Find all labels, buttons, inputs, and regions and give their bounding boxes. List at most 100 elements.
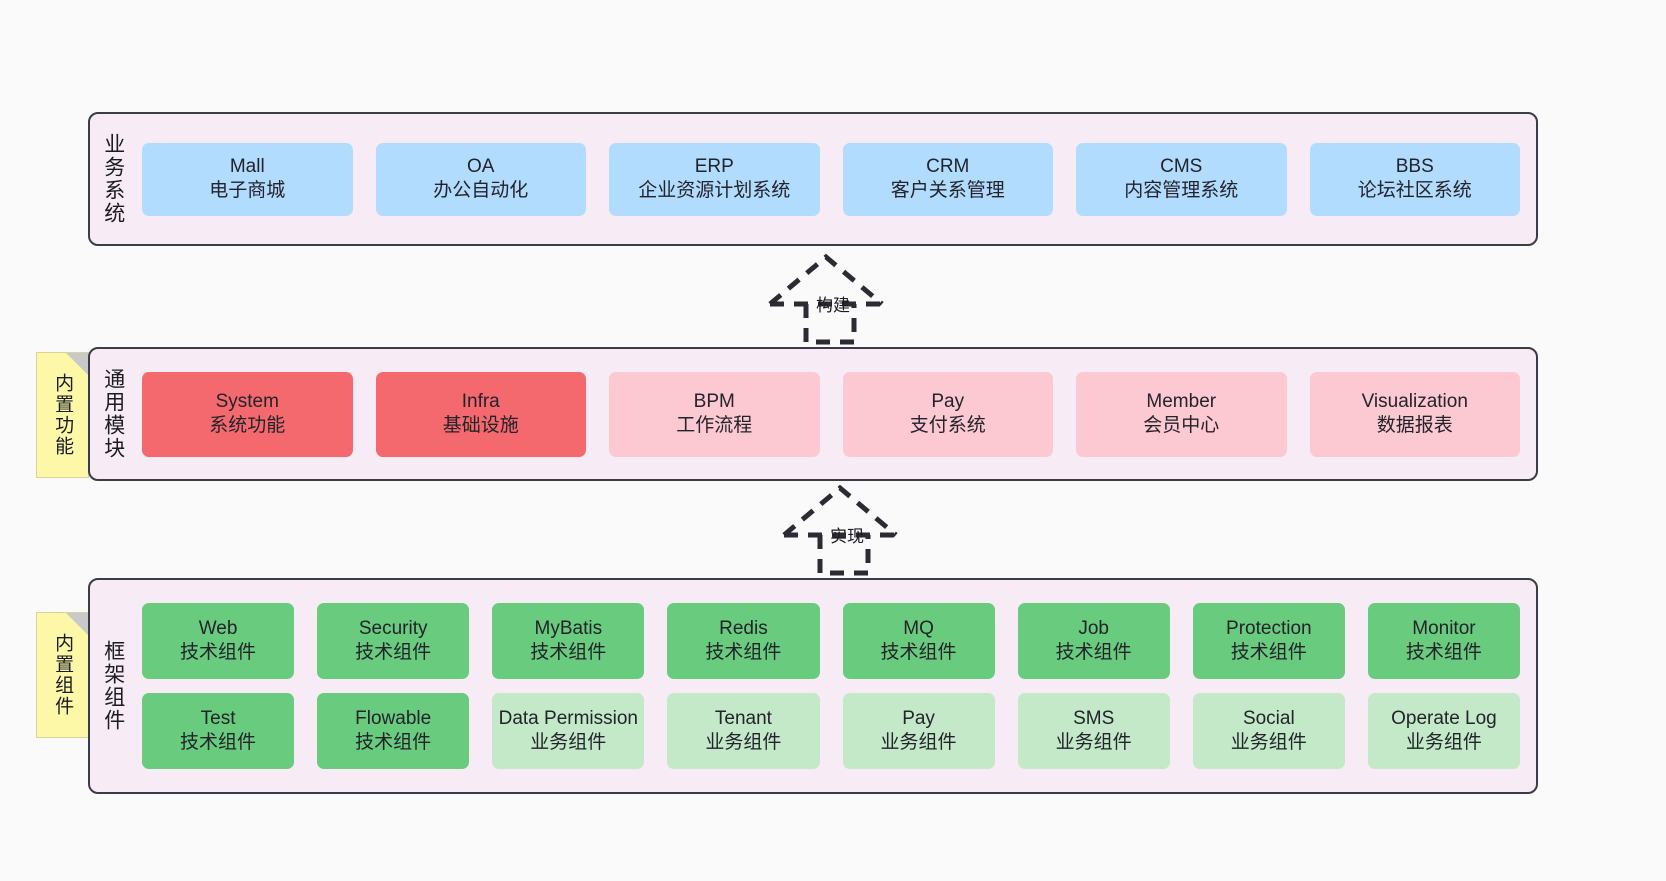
card-data-permission[interactable]: Data Permission 业务组件 <box>492 693 645 769</box>
card-bpm[interactable]: BPM 工作流程 <box>609 371 820 457</box>
card-pay-component[interactable]: Pay 业务组件 <box>842 693 995 769</box>
card-desc: 工作流程 <box>676 415 753 436</box>
card-name: BPM <box>693 390 735 412</box>
card-crm[interactable]: CRM 客户关系管理 <box>842 142 1053 216</box>
card-desc: 内容管理系统 <box>1124 180 1239 201</box>
connector-build: 构建 <box>758 249 918 345</box>
card-desc: 技术组件 <box>1405 642 1482 663</box>
card-name: Data Permission <box>498 707 638 729</box>
card-flowable[interactable]: Flowable 技术组件 <box>317 693 470 769</box>
card-row: System 系统功能 Infra 基础设施 BPM 工作流程 Pay 支付系统… <box>142 371 1520 457</box>
card-desc: 论坛社区系统 <box>1357 180 1472 201</box>
card-row: Web 技术组件 Security 技术组件 MyBatis 技术组件 Redi… <box>142 603 1520 679</box>
card-name: CRM <box>926 155 970 177</box>
card-desc: 企业资源计划系统 <box>638 180 791 201</box>
card-row: Test 技术组件 Flowable 技术组件 Data Permission … <box>142 693 1520 769</box>
connector-implement: 实现 <box>772 480 932 576</box>
card-name: Security <box>358 617 428 639</box>
card-monitor[interactable]: Monitor 技术组件 <box>1367 603 1520 679</box>
layer-body-framework: Web 技术组件 Security 技术组件 MyBatis 技术组件 Redi… <box>136 580 1536 792</box>
card-infra[interactable]: Infra 基础设施 <box>375 371 586 457</box>
card-name: Pay <box>931 390 965 412</box>
card-operate-log[interactable]: Operate Log 业务组件 <box>1367 693 1520 769</box>
card-name: MQ <box>903 617 934 639</box>
card-social[interactable]: Social 业务组件 <box>1192 693 1345 769</box>
card-desc: 技术组件 <box>180 642 257 663</box>
card-name: Visualization <box>1361 390 1468 412</box>
card-desc: 业务组件 <box>705 732 782 753</box>
card-cms[interactable]: CMS 内容管理系统 <box>1076 142 1287 216</box>
card-desc: 技术组件 <box>530 642 607 663</box>
card-name: Member <box>1146 390 1217 412</box>
card-pay[interactable]: Pay 支付系统 <box>842 371 1053 457</box>
card-desc: 技术组件 <box>355 732 432 753</box>
card-desc: 业务组件 <box>880 732 957 753</box>
note-builtin-features: 内置功能 <box>36 352 89 478</box>
card-desc: 技术组件 <box>180 732 257 753</box>
card-sms[interactable]: SMS 业务组件 <box>1017 693 1170 769</box>
card-desc: 技术组件 <box>355 642 432 663</box>
card-desc: 支付系统 <box>909 415 986 436</box>
card-desc: 业务组件 <box>1055 732 1132 753</box>
card-member[interactable]: Member 会员中心 <box>1076 371 1287 457</box>
card-desc: 电子商城 <box>209 180 286 201</box>
card-name: Mall <box>229 155 265 177</box>
card-system[interactable]: System 系统功能 <box>142 371 353 457</box>
card-desc: 数据报表 <box>1376 415 1453 436</box>
layer-common-modules: 通用模块 System 系统功能 Infra 基础设施 BPM 工作流程 Pay… <box>88 347 1538 481</box>
card-desc: 技术组件 <box>705 642 782 663</box>
connector-label-implement: 实现 <box>830 527 864 546</box>
connector-label-build: 构建 <box>816 296 850 315</box>
card-name: OA <box>467 155 495 177</box>
card-oa[interactable]: OA 办公自动化 <box>375 142 586 216</box>
card-name: BBS <box>1395 155 1434 177</box>
card-name: Flowable <box>355 707 432 729</box>
card-name: Protection <box>1226 617 1312 639</box>
card-name: Monitor <box>1412 617 1476 639</box>
layer-body-business: Mall 电子商城 OA 办公自动化 ERP 企业资源计划系统 CRM 客户关系… <box>136 114 1536 244</box>
generalization-arrow-icon <box>768 253 884 345</box>
layer-body-common: System 系统功能 Infra 基础设施 BPM 工作流程 Pay 支付系统… <box>136 349 1536 479</box>
card-name: Infra <box>461 390 500 412</box>
card-web[interactable]: Web 技术组件 <box>142 603 295 679</box>
card-mybatis[interactable]: MyBatis 技术组件 <box>492 603 645 679</box>
card-erp[interactable]: ERP 企业资源计划系统 <box>609 142 820 216</box>
layer-title-business: 业务系统 <box>101 133 125 225</box>
card-desc: 基础设施 <box>442 415 519 436</box>
card-name: ERP <box>694 155 734 177</box>
layer-title-framework: 框架组件 <box>101 640 125 732</box>
card-desc: 会员中心 <box>1143 415 1220 436</box>
card-desc: 业务组件 <box>1230 732 1307 753</box>
card-security[interactable]: Security 技术组件 <box>317 603 470 679</box>
card-mq[interactable]: MQ 技术组件 <box>842 603 995 679</box>
card-bbs[interactable]: BBS 论坛社区系统 <box>1309 142 1520 216</box>
card-protection[interactable]: Protection 技术组件 <box>1192 603 1345 679</box>
card-name: Test <box>200 707 236 729</box>
layer-framework-components: 框架组件 Web 技术组件 Security 技术组件 MyBatis 技术组件… <box>88 578 1538 794</box>
card-name: MyBatis <box>534 617 603 639</box>
card-desc: 业务组件 <box>1405 732 1482 753</box>
card-redis[interactable]: Redis 技术组件 <box>667 603 820 679</box>
card-desc: 业务组件 <box>530 732 607 753</box>
card-desc: 系统功能 <box>209 415 286 436</box>
card-job[interactable]: Job 技术组件 <box>1017 603 1170 679</box>
card-desc: 技术组件 <box>1230 642 1307 663</box>
card-visualization[interactable]: Visualization 数据报表 <box>1309 371 1520 457</box>
card-name: System <box>215 390 279 412</box>
layer-business-systems: 业务系统 Mall 电子商城 OA 办公自动化 ERP 企业资源计划系统 CRM… <box>88 112 1538 246</box>
card-name: Job <box>1078 617 1109 639</box>
generalization-arrow-icon <box>782 484 898 576</box>
card-test[interactable]: Test 技术组件 <box>142 693 295 769</box>
card-mall[interactable]: Mall 电子商城 <box>142 142 353 216</box>
layer-title-common: 通用模块 <box>101 368 125 460</box>
note-builtin-components: 内置组件 <box>36 612 89 738</box>
card-tenant[interactable]: Tenant 业务组件 <box>667 693 820 769</box>
card-name: CMS <box>1160 155 1203 177</box>
card-name: Pay <box>902 707 935 729</box>
card-name: Web <box>198 617 238 639</box>
card-name: Tenant <box>714 707 772 729</box>
card-row: Mall 电子商城 OA 办公自动化 ERP 企业资源计划系统 CRM 客户关系… <box>142 142 1520 216</box>
card-desc: 技术组件 <box>1055 642 1132 663</box>
card-name: Operate Log <box>1391 707 1497 729</box>
